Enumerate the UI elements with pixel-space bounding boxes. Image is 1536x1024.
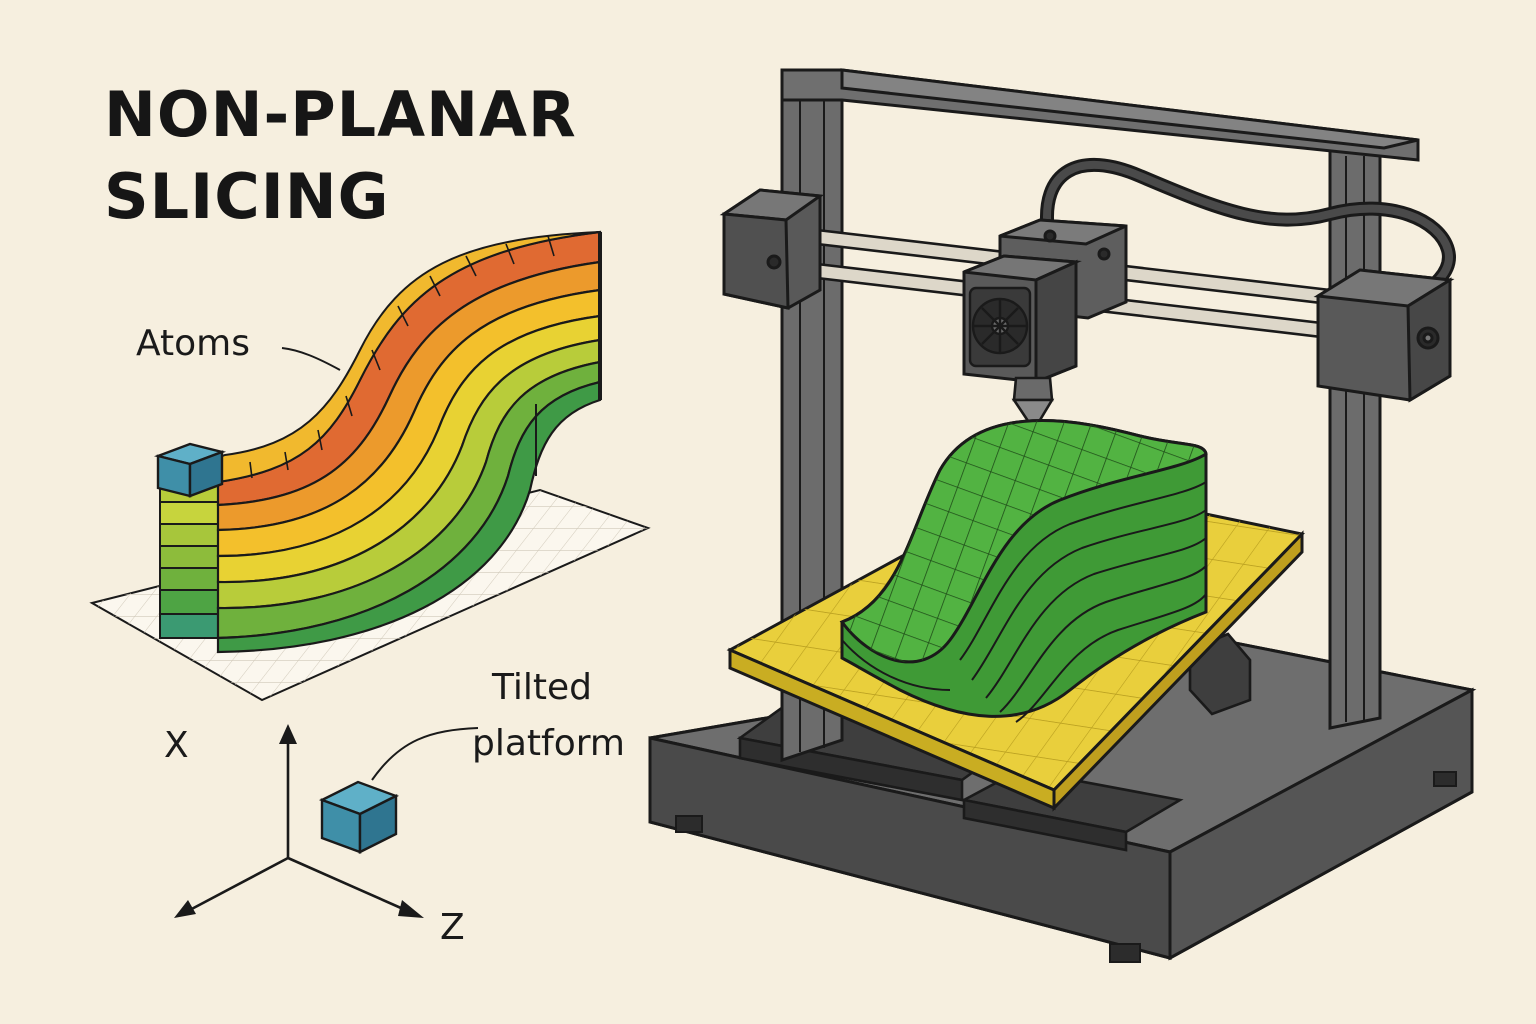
atoms-leader-line bbox=[281, 347, 341, 371]
part-end-face bbox=[598, 232, 602, 400]
layered-part bbox=[153, 230, 602, 654]
fan-icon bbox=[968, 286, 1032, 368]
frame-right-post bbox=[1328, 148, 1382, 730]
printer bbox=[648, 68, 1477, 963]
tilted-leader-line bbox=[371, 727, 479, 781]
print-head-carriage bbox=[962, 218, 1128, 385]
atoms-label: Atoms bbox=[136, 323, 250, 364]
right-motor-block bbox=[1313, 268, 1455, 403]
small-cube-on-part bbox=[153, 442, 227, 498]
axes bbox=[174, 724, 424, 918]
tilted-platform-label-line-1: Tilted bbox=[492, 667, 593, 708]
page-title: NON-PLANAR SLICING bbox=[104, 74, 577, 238]
layer-bands bbox=[216, 230, 602, 654]
top-surface-segments bbox=[249, 235, 555, 479]
frame-top-bar bbox=[780, 68, 1420, 162]
printer-feet bbox=[675, 771, 1457, 963]
printed-part-layers bbox=[841, 453, 1207, 723]
title-line-1: NON-PLANAR bbox=[104, 78, 577, 151]
axis-x-label: X bbox=[164, 725, 189, 766]
left-motor-block bbox=[719, 188, 825, 310]
axis-z-label: Z bbox=[440, 907, 465, 948]
title-line-2: SLICING bbox=[104, 160, 390, 233]
axis-cube bbox=[318, 780, 400, 854]
nozzle bbox=[1011, 376, 1055, 433]
left-block-front bbox=[159, 479, 219, 639]
tilted-platform-label-line-2: platform bbox=[472, 723, 625, 764]
